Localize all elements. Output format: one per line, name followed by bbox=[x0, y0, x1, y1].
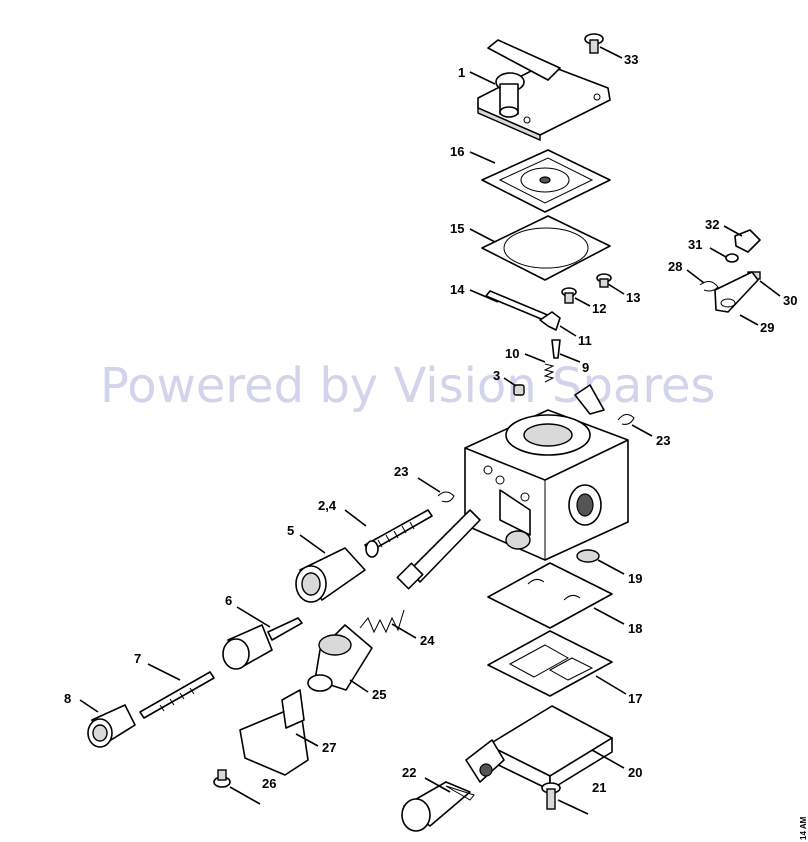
part-17-gasket[interactable] bbox=[487, 630, 613, 697]
callout-16[interactable]: 16 bbox=[450, 144, 464, 159]
callout-22[interactable]: 22 bbox=[402, 765, 416, 780]
callout-9[interactable]: 9 bbox=[582, 360, 589, 375]
part-31-washer[interactable] bbox=[725, 253, 739, 263]
callout-31[interactable]: 31 bbox=[688, 237, 702, 252]
callout-33[interactable]: 33 bbox=[624, 52, 638, 67]
part-12-screw[interactable] bbox=[561, 287, 577, 304]
callout-5[interactable]: 5 bbox=[287, 523, 294, 538]
callout-13[interactable]: 13 bbox=[626, 290, 640, 305]
callout-27[interactable]: 27 bbox=[322, 740, 336, 755]
leader-lines bbox=[79, 46, 781, 815]
part-23-clip-left[interactable] bbox=[437, 491, 455, 503]
callout-10[interactable]: 10 bbox=[505, 346, 519, 361]
callout-23-right[interactable]: 23 bbox=[656, 433, 670, 448]
callout-2-4[interactable]: 2,4 bbox=[318, 498, 337, 513]
callout-30[interactable]: 30 bbox=[783, 293, 797, 308]
part-16-diaphragm[interactable] bbox=[481, 149, 611, 213]
callout-21[interactable]: 21 bbox=[592, 780, 606, 795]
part-20-cover[interactable] bbox=[465, 705, 613, 791]
part-19-screen[interactable] bbox=[576, 549, 600, 563]
part-21-screw[interactable] bbox=[541, 782, 561, 810]
callout-23-left[interactable]: 23 bbox=[394, 464, 408, 479]
part-29-lever[interactable] bbox=[714, 271, 759, 313]
callout-labels: 1 16 15 14 33 32 31 28 30 29 13 12 11 10… bbox=[64, 52, 797, 795]
callout-20[interactable]: 20 bbox=[628, 765, 642, 780]
part-27-choke-knob[interactable] bbox=[239, 689, 309, 776]
callout-3[interactable]: 3 bbox=[493, 368, 500, 383]
part-33-screw[interactable] bbox=[584, 33, 604, 54]
choke-shaft[interactable] bbox=[396, 509, 481, 590]
callout-12[interactable]: 12 bbox=[592, 301, 606, 316]
part-3-plug[interactable] bbox=[513, 384, 525, 396]
part-25-cap[interactable] bbox=[307, 624, 373, 692]
callout-6[interactable]: 6 bbox=[225, 593, 232, 608]
part-2-4-adjusting-screw[interactable] bbox=[364, 509, 433, 558]
part-1-cover[interactable] bbox=[477, 39, 611, 142]
part-10-spring[interactable] bbox=[543, 363, 555, 383]
callout-17[interactable]: 17 bbox=[628, 691, 642, 706]
part-22-needle[interactable] bbox=[401, 781, 475, 832]
carburetor-body[interactable] bbox=[464, 384, 629, 561]
callout-7[interactable]: 7 bbox=[134, 651, 141, 666]
part-24-spring[interactable] bbox=[359, 609, 405, 634]
part-14-pin[interactable] bbox=[485, 290, 551, 322]
part-26-screw[interactable] bbox=[213, 769, 231, 788]
part-9-inlet-needle[interactable] bbox=[551, 339, 561, 359]
callout-15[interactable]: 15 bbox=[450, 221, 464, 236]
part-5-limiter-cap[interactable] bbox=[295, 547, 366, 603]
callout-8[interactable]: 8 bbox=[64, 691, 71, 706]
part-11-lever[interactable] bbox=[539, 311, 561, 331]
part-8-cap[interactable] bbox=[87, 704, 136, 748]
part-13-screw[interactable] bbox=[596, 273, 612, 288]
diagram-code: 14 AM bbox=[799, 816, 808, 840]
part-7-adjusting-screw[interactable] bbox=[139, 671, 215, 719]
callout-18[interactable]: 18 bbox=[628, 621, 642, 636]
part-18-diaphragm[interactable] bbox=[487, 562, 613, 629]
callout-14[interactable]: 14 bbox=[450, 282, 465, 297]
callout-25[interactable]: 25 bbox=[372, 687, 386, 702]
callout-1[interactable]: 1 bbox=[458, 65, 465, 80]
callout-28[interactable]: 28 bbox=[668, 259, 682, 274]
part-6-limiter-cap[interactable] bbox=[222, 617, 303, 670]
callout-32[interactable]: 32 bbox=[705, 217, 719, 232]
callout-24[interactable]: 24 bbox=[420, 633, 435, 648]
callout-11[interactable]: 11 bbox=[578, 333, 592, 348]
part-23-clip-right[interactable] bbox=[617, 414, 635, 425]
callout-29[interactable]: 29 bbox=[760, 320, 774, 335]
part-28-clip[interactable] bbox=[699, 281, 719, 292]
watermark-text: Powered by Vision Spares bbox=[100, 358, 716, 414]
callout-19[interactable]: 19 bbox=[628, 571, 642, 586]
part-15-gasket[interactable] bbox=[481, 215, 611, 281]
callout-26[interactable]: 26 bbox=[262, 776, 276, 791]
